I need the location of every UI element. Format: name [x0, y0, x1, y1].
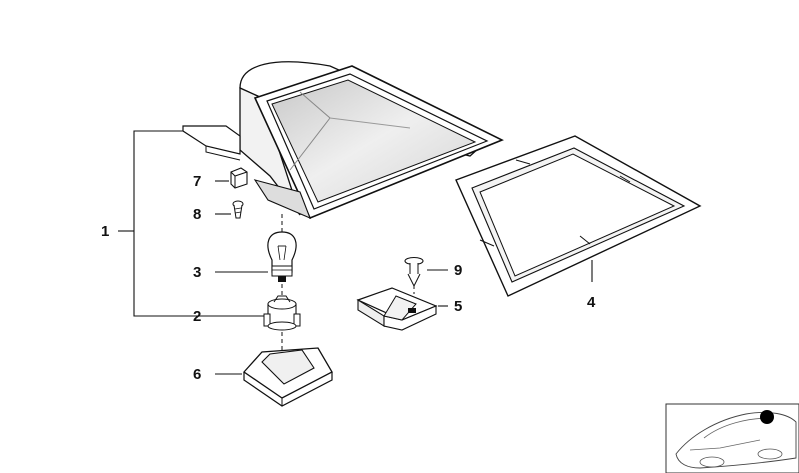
callout-9: 9 — [454, 262, 463, 279]
callout-7: 7 — [193, 173, 202, 190]
light-housing — [182, 61, 504, 232]
callout-1: 1 — [101, 223, 110, 240]
socket-holder — [215, 347, 333, 407]
callout-3: 3 — [193, 264, 202, 281]
callout-5: 5 — [454, 298, 463, 315]
screw — [215, 200, 244, 219]
gasket — [455, 135, 702, 297]
clip — [404, 256, 448, 294]
cap-plug — [215, 167, 248, 189]
car-outline-icon — [675, 411, 797, 469]
callout-6: 6 — [193, 366, 202, 383]
callout-2: 2 — [193, 308, 202, 325]
bulb — [215, 231, 297, 298]
bracket-leader-1 — [118, 130, 265, 317]
callout-4: 4 — [587, 294, 596, 311]
car-thumbnail — [665, 403, 799, 473]
holder — [356, 287, 448, 331]
bulb-socket — [263, 295, 301, 350]
location-marker-icon — [760, 410, 774, 424]
callout-8: 8 — [193, 206, 202, 223]
